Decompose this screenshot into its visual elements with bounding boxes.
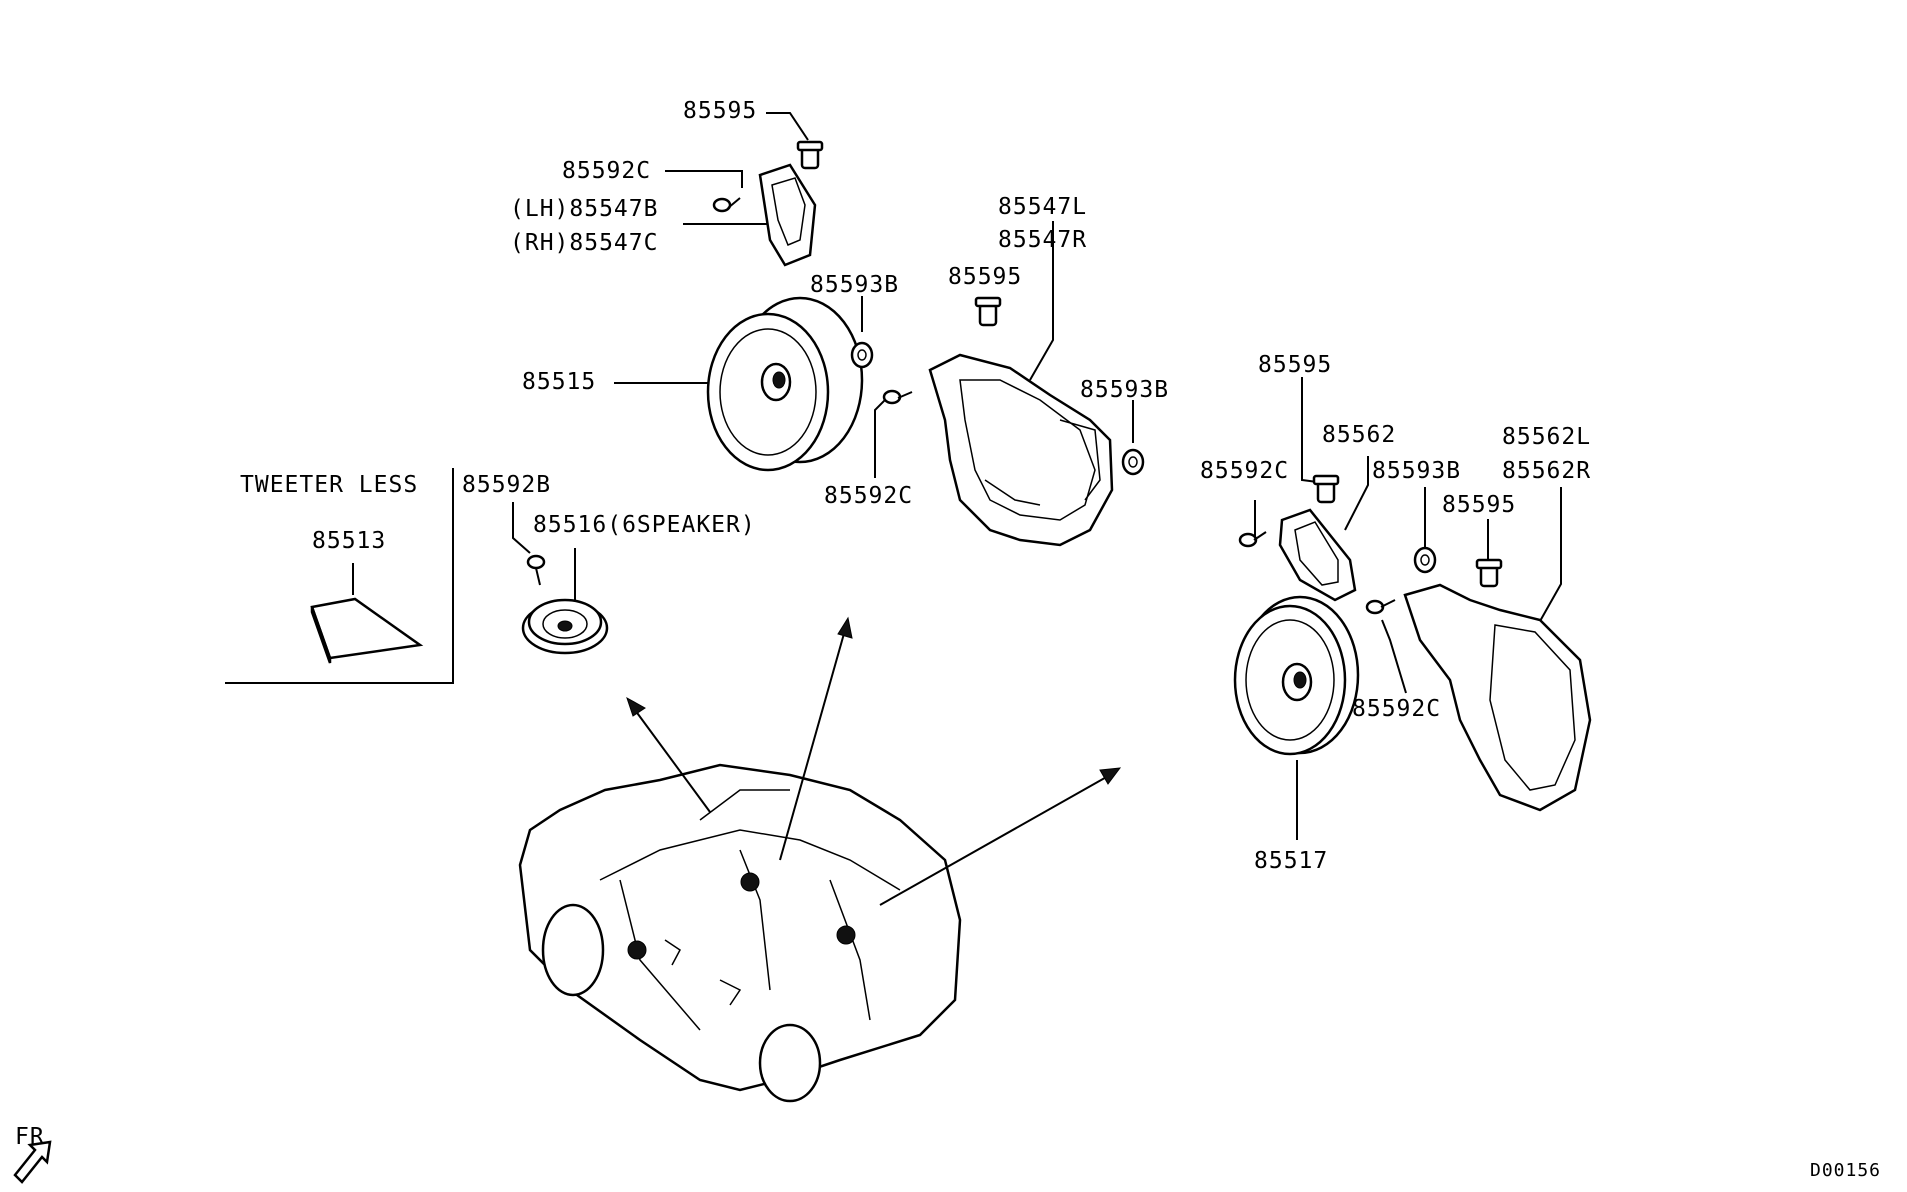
label-85562: 85562 bbox=[1322, 422, 1397, 448]
screw-85592c-top bbox=[712, 197, 741, 213]
label-85593b-mid: 85593B bbox=[1080, 377, 1170, 403]
speaker-85516 bbox=[521, 598, 609, 655]
label-85592c-right2: 85592C bbox=[1352, 696, 1442, 722]
nut-85593b-mid bbox=[1121, 448, 1145, 476]
clip-85595-right2 bbox=[1475, 558, 1503, 588]
screw-85592c-right bbox=[1238, 531, 1267, 548]
label-85547l: 85547L bbox=[998, 194, 1088, 220]
front-direction-arrow bbox=[13, 1140, 52, 1184]
speaker-bezel-85562 bbox=[1278, 508, 1357, 602]
speaker-bracket-85562lr bbox=[1403, 583, 1592, 812]
clip-85595-top bbox=[796, 140, 824, 170]
label-85592c-right: 85592C bbox=[1200, 458, 1290, 484]
tweeter-bracket-85547 bbox=[758, 163, 817, 267]
screw-85592b bbox=[526, 554, 546, 586]
label-85515: 85515 bbox=[522, 369, 597, 395]
clip-85595-mid bbox=[974, 296, 1002, 327]
pointer-arrows bbox=[626, 616, 1122, 906]
label-85595: 85595 bbox=[683, 98, 758, 124]
label-85592c-mid: 85592C bbox=[824, 483, 914, 509]
label-85562r: 85562R bbox=[1502, 458, 1592, 484]
label-85592c: 85592C bbox=[562, 158, 652, 184]
label-85547b: (LH)85547B bbox=[510, 196, 659, 222]
screw-85592c-mid bbox=[882, 389, 913, 405]
nut-85593b-right bbox=[1413, 546, 1437, 574]
label-85516: 85516(6SPEAKER) bbox=[533, 512, 756, 538]
label-85593b-left: 85593B bbox=[810, 272, 900, 298]
label-85517: 85517 bbox=[1254, 848, 1329, 874]
label-85595-mid: 85595 bbox=[948, 264, 1023, 290]
car-outline bbox=[518, 763, 962, 1103]
label-85592b: 85592B bbox=[462, 472, 552, 498]
speaker-85515 bbox=[706, 296, 864, 472]
nut-85593b-left bbox=[850, 341, 874, 369]
label-fr: FR bbox=[15, 1124, 45, 1150]
label-85593b-right: 85593B bbox=[1372, 458, 1462, 484]
diagram-id: D00156 bbox=[1810, 1160, 1882, 1181]
label-85513: 85513 bbox=[312, 528, 387, 554]
label-85547c: (RH)85547C bbox=[510, 230, 659, 256]
clip-85595-right bbox=[1312, 474, 1340, 504]
label-85595-right2: 85595 bbox=[1442, 492, 1517, 518]
tweeter-plug-85513 bbox=[310, 597, 424, 664]
speaker-85517 bbox=[1233, 595, 1360, 756]
tweeter-less-box bbox=[225, 468, 454, 684]
label-85595-right: 85595 bbox=[1258, 352, 1333, 378]
label-85562l: 85562L bbox=[1502, 424, 1592, 450]
label-tweeter-less: TWEETER LESS bbox=[240, 472, 419, 498]
screw-85592c-right2 bbox=[1365, 599, 1396, 615]
speaker-bracket-85547lr bbox=[928, 353, 1114, 547]
label-85547r: 85547R bbox=[998, 227, 1088, 253]
